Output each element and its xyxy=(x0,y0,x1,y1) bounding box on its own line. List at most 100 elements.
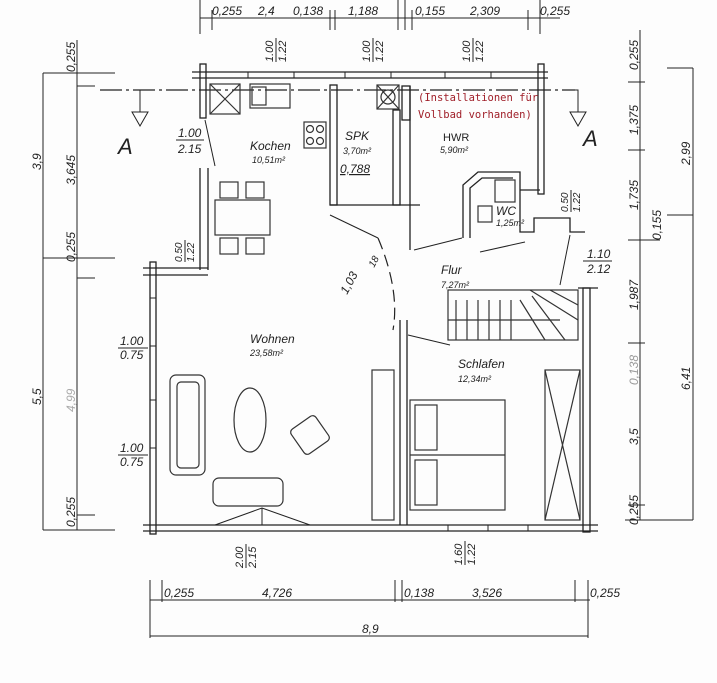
dim-bottom-4: 0,255 xyxy=(590,586,620,600)
dim-bottom-3: 3,526 xyxy=(472,586,502,600)
washbasin-icon xyxy=(477,205,493,223)
small-window-w: 0.50 xyxy=(174,242,185,262)
doors: 1,03 18 xyxy=(204,119,571,346)
living-window-1-h: 0.75 xyxy=(120,348,144,362)
installation-note-line2: Vollbad vorhanden) xyxy=(418,109,532,121)
room-name-wc: WC xyxy=(496,204,516,218)
spk-width-label: 0,788 xyxy=(340,162,370,176)
staircase xyxy=(447,289,579,341)
living-window-1-w: 1.00 xyxy=(120,334,144,348)
kitchen-window-w: 1.00 xyxy=(264,40,276,62)
dim-left-3: 4,99 xyxy=(64,388,78,412)
dining-table-icon xyxy=(214,199,271,236)
kitchen-window-h: 1.22 xyxy=(277,41,289,62)
dim-bottom-total: 8,9 xyxy=(362,622,379,636)
dim-right-5: 0,138 xyxy=(627,355,641,385)
bottom-dimension-chain: 0,255 4,726 0,138 3,526 0,255 8,9 xyxy=(149,580,620,638)
dim-top-4: 0,155 xyxy=(415,4,445,18)
kitchen-door-h: 2.15 xyxy=(177,142,202,156)
room-area-hwr: 5,90m² xyxy=(440,145,469,155)
room-area-kochen: 10,51m² xyxy=(252,155,286,165)
coffee-table-icon xyxy=(233,387,267,453)
bedroom-window-h: 1.22 xyxy=(466,544,478,565)
room-name-wohnen: Wohnen xyxy=(250,332,295,346)
entrance-door-w: 1.10 xyxy=(587,247,611,261)
dim-right-7: 0,255 xyxy=(627,495,641,525)
door-height-label: 18 xyxy=(367,254,382,269)
wc-window-w: 0.50 xyxy=(560,192,571,212)
kitchen-cabinet-icon xyxy=(209,83,241,115)
room-name-schlafen: Schlafen xyxy=(458,357,505,371)
section-marker-right: A xyxy=(581,126,598,151)
spk-window-h: 1.22 xyxy=(374,41,386,62)
hwr-window-w: 1.00 xyxy=(461,40,473,62)
room-labels: Kochen 10,51m² SPK 3,70m² HWR 5,90m² WC … xyxy=(249,129,525,384)
hwr-window-h: 1.22 xyxy=(474,41,486,62)
door-width-label: 1,03 xyxy=(337,269,360,296)
room-name-spk: SPK xyxy=(345,129,370,143)
living-window-2-w: 1.00 xyxy=(120,441,144,455)
dim-top-2: 0,138 xyxy=(293,4,323,18)
walls xyxy=(143,63,598,535)
sink-icon xyxy=(249,83,291,109)
dim-left-4: 0,255 xyxy=(64,497,78,527)
room-name-flur: Flur xyxy=(441,263,463,277)
installation-note: (Installationen für Vollbad vorhanden) xyxy=(418,92,538,121)
dim-top-3: 1,188 xyxy=(348,4,378,18)
dim-left-outer-1: 5,5 xyxy=(30,388,44,405)
dim-right-outer-1: 6,41 xyxy=(679,367,693,390)
wc-window-h: 1.22 xyxy=(572,192,583,212)
dim-right-1: 1,375 xyxy=(627,105,641,135)
bedroom-window-w: 1.60 xyxy=(453,543,465,565)
room-name-hwr: HWR xyxy=(443,132,469,144)
terrace-door-h: 2.15 xyxy=(247,546,259,569)
section-line-a-a: A A xyxy=(100,89,598,159)
stove-icon xyxy=(303,121,327,149)
dim-top-5: 2,309 xyxy=(469,4,500,18)
right-dimension-chain: 0,255 1,375 1,735 0,155 1,987 0,138 3,5 … xyxy=(625,30,694,525)
dim-right-0: 0,255 xyxy=(627,40,641,70)
chimney-icon xyxy=(376,84,400,110)
room-area-schlafen: 12,34m² xyxy=(458,374,492,384)
room-area-flur: 7,27m² xyxy=(441,280,470,290)
kitchen-furniture xyxy=(209,83,516,255)
dim-right-6: 3,5 xyxy=(627,428,641,445)
room-area-wohnen: 23,58m² xyxy=(249,348,284,358)
top-dimension-chain: 0,255 2,4 0,138 1,188 0,155 2,309 0,255 xyxy=(199,0,570,34)
dim-right-3: 0,155 xyxy=(650,210,664,240)
living-window-2-h: 0.75 xyxy=(120,455,144,469)
cabinet-icon xyxy=(371,369,395,521)
terrace-door-w: 2.00 xyxy=(234,546,246,569)
living-furniture xyxy=(169,369,581,521)
kitchen-door-w: 1.00 xyxy=(178,126,202,140)
dim-right-2: 1,735 xyxy=(627,180,641,210)
dim-top-1: 2,4 xyxy=(257,4,275,18)
dim-right-outer-0: 2,99 xyxy=(679,141,693,166)
dim-bottom-0: 0,255 xyxy=(164,586,194,600)
wardrobe-icon xyxy=(544,369,581,521)
dim-top-0: 0,255 xyxy=(212,4,242,18)
left-dimension-chain: 0,255 3,645 0,255 4,99 0,255 3,9 5,5 xyxy=(30,40,115,531)
dim-right-4: 1,987 xyxy=(627,279,641,310)
dim-top-6: 0,255 xyxy=(540,4,570,18)
sofa-bottom-icon xyxy=(212,477,284,507)
entrance-door-h: 2.12 xyxy=(586,262,611,276)
armchair-icon xyxy=(290,415,330,455)
toilet-icon xyxy=(494,179,516,203)
room-area-spk: 3,70m² xyxy=(343,146,372,156)
dim-left-outer-0: 3,9 xyxy=(30,153,44,170)
room-area-wc: 1,25m² xyxy=(496,218,525,228)
windows xyxy=(149,71,529,532)
dim-left-2: 0,255 xyxy=(64,232,78,262)
dim-bottom-1: 4,726 xyxy=(262,586,292,600)
spk-window-w: 1.00 xyxy=(361,40,373,62)
dim-left-0: 0,255 xyxy=(64,42,78,72)
sofa-icon xyxy=(169,374,206,476)
dim-left-1: 3,645 xyxy=(64,155,78,185)
room-name-kochen: Kochen xyxy=(250,139,291,153)
section-marker-left: A xyxy=(116,134,133,159)
small-window-h: 1.22 xyxy=(186,242,197,262)
